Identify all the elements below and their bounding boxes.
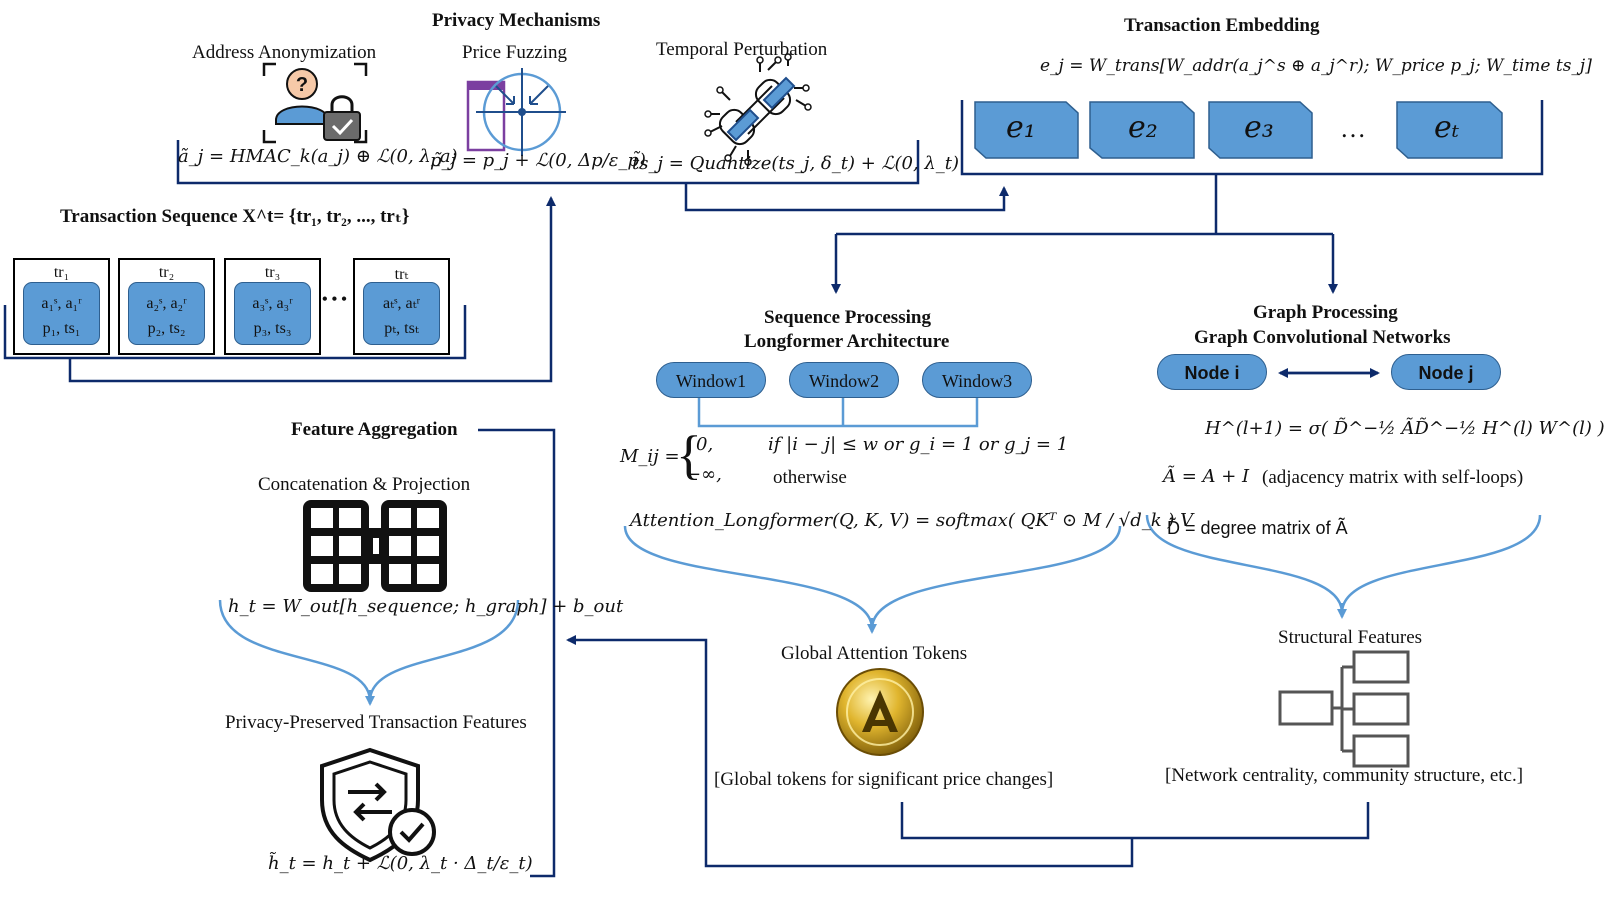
- transaction-box-title: tr₁: [53, 264, 70, 281]
- aggregation-bracket: [478, 428, 556, 878]
- embedding-token-3: e₃: [1244, 110, 1274, 145]
- shield-check-arrows-icon: [320, 747, 436, 863]
- node-j-pill: Node j: [1391, 354, 1501, 390]
- window-3-pill: Window3: [922, 362, 1032, 398]
- embedding-token-t: eₜ: [1434, 110, 1460, 145]
- broken-chain-circuit-icon: [704, 53, 812, 166]
- price-fuzzing-target-icon: [466, 68, 566, 156]
- mask-brace: {: [676, 425, 702, 485]
- embedding-title: Transaction Embedding: [1124, 15, 1320, 36]
- transaction-box-1: tr₁ a₁ˢ, a₁ʳ p₁, ts₁: [13, 258, 110, 355]
- privacy-preserved-formula: h̃_t = h_t + ℒ(0, λ_t · Δ_t/ε_t): [268, 853, 533, 874]
- privacy-title: Privacy Mechanisms: [432, 10, 601, 31]
- transaction-box-2: tr₂ a₂ˢ, a₂ʳ p₂, ts₂: [118, 258, 215, 355]
- sequence-bracket: [3, 305, 467, 360]
- window-connector: [697, 397, 979, 428]
- structural-features-label: Structural Features: [1278, 627, 1423, 648]
- transaction-box-3: tr₃ a₃ˢ, a₃ʳ p₃, ts₃: [224, 258, 321, 355]
- gold-coin-icon: [836, 668, 924, 756]
- concatenation-label: Concatenation & Projection: [258, 474, 471, 495]
- transaction-addresses: a₁ˢ, a₁ʳ: [41, 295, 82, 312]
- transaction-price-time: p₁, ts₁: [42, 319, 81, 337]
- window-1-pill: Window1: [656, 362, 766, 398]
- price-fuzzing-label: Price Fuzzing: [462, 42, 568, 63]
- transaction-box-content: a₃ˢ, a₃ʳ p₃, ts₃: [234, 282, 311, 345]
- address-formula: ã_j = HMAC_k(a_j) ⊕ ℒ(0, λ_a): [178, 146, 458, 167]
- address-anonymization-label: Address Anonymization: [192, 42, 377, 63]
- transaction-box-t: trₜ aₜˢ, aₜʳ pₜ, tsₜ: [353, 258, 450, 355]
- transaction-price-time: pₜ, tsₜ: [384, 319, 419, 337]
- embedding-formula: e_j = W_trans[W_addr(a_j^s ⊕ a_j^r); W_p…: [1040, 56, 1592, 76]
- degree-formula: D̃ = degree matrix of Ã: [1167, 518, 1348, 538]
- sequence-ellipsis: • • •: [322, 291, 347, 308]
- mask-case2-value: −∞,: [686, 464, 722, 485]
- transaction-box-title: tr₃: [264, 264, 281, 281]
- gcn-title: Graph Convolutional Networks: [1194, 327, 1451, 348]
- embedding-token-1: e₁: [1006, 110, 1036, 145]
- transaction-addresses: a₂ˢ, a₂ʳ: [146, 295, 187, 312]
- sequence-processing-title: Sequence Processing: [764, 307, 931, 328]
- embedding-token-2: e₂: [1128, 110, 1158, 145]
- sequence-title: Transaction Sequence X^t= {tr₁, tr₂, ...…: [60, 206, 410, 227]
- price-formula: p̃_j = p_j + ℒ(0, Δp/ε_p): [430, 150, 646, 171]
- transaction-box-title: tr₂: [158, 264, 175, 281]
- gcn-formula: H^(l+1) = σ( D̃^−½ ÃD̃^−½ H^(l) W^(l) ): [1205, 418, 1605, 439]
- privacy-preserved-label: Privacy-Preserved Transaction Features: [225, 712, 527, 733]
- outputs-bracket: [900, 802, 1370, 840]
- embedding-ellipsis: …: [1340, 114, 1366, 143]
- graph-processing-title: Graph Processing: [1253, 302, 1398, 323]
- mask-lhs: M_ij =: [620, 446, 680, 467]
- sequence-funnel: [623, 525, 1122, 629]
- transaction-addresses: aₜˢ, aₜʳ: [383, 295, 420, 312]
- temporal-perturbation-label: Temporal Perturbation: [656, 39, 828, 60]
- embedding-split-line: [836, 174, 1333, 236]
- transaction-box-content: a₁ˢ, a₁ʳ p₁, ts₁: [23, 282, 100, 345]
- svg-text:?: ?: [296, 74, 308, 96]
- privacy-to-embedding-arrow: [684, 183, 1009, 212]
- longformer-title: Longformer Architecture: [744, 331, 950, 352]
- node-i-pill: Node i: [1157, 354, 1267, 390]
- outputs-to-aggregation-arrow: [566, 635, 1134, 868]
- mask-case2-condition: otherwise: [773, 467, 847, 488]
- question-person-lock-icon: ?: [262, 62, 368, 144]
- global-attention-label: Global Attention Tokens: [781, 643, 968, 664]
- mask-case1-value: 0,: [696, 434, 714, 455]
- transaction-box-content: aₜˢ, aₜʳ pₜ, tsₜ: [363, 282, 440, 345]
- transaction-box-title: trₜ: [394, 266, 409, 283]
- transaction-price-time: p₃, ts₃: [253, 319, 292, 337]
- transaction-addresses: a₃ˢ, a₃ʳ: [252, 295, 293, 312]
- concatenation-formula: h_t = W_out[h_sequence; h_graph] + b_out: [228, 596, 624, 617]
- transaction-box-content: a₂ˢ, a₂ʳ p₂, ts₂: [128, 282, 205, 345]
- privacy-bracket: [176, 140, 920, 185]
- adjacency-note: (adjacency matrix with self-loops): [1262, 467, 1524, 488]
- concatenate-grids-icon: [303, 500, 447, 592]
- mask-case1-condition: if |i − j| ≤ w or g_i = 1 or g_j = 1: [768, 434, 1069, 455]
- sequence-to-privacy-arrow: [68, 196, 556, 383]
- structural-features-note: [Network centrality, community structure…: [1165, 765, 1524, 786]
- transaction-price-time: p₂, ts₂: [147, 319, 186, 337]
- attention-formula: Attention_Longformer(Q, K, V) = softmax(…: [630, 510, 1194, 531]
- embedding-bracket: [960, 100, 1544, 176]
- aggregation-title: Feature Aggregation: [291, 419, 458, 440]
- window-2-pill: Window2: [789, 362, 899, 398]
- hierarchy-tree-icon: [1278, 650, 1410, 768]
- adjacency-formula: Ã = A + I: [1163, 466, 1250, 487]
- time-formula: t̃s_j = Quantize(ts_j, δ_t) + ℒ(0, λ_t): [632, 153, 960, 174]
- embedding-token-shapes: [974, 101, 1503, 159]
- global-attention-note: [Global tokens for significant price cha…: [714, 769, 1054, 790]
